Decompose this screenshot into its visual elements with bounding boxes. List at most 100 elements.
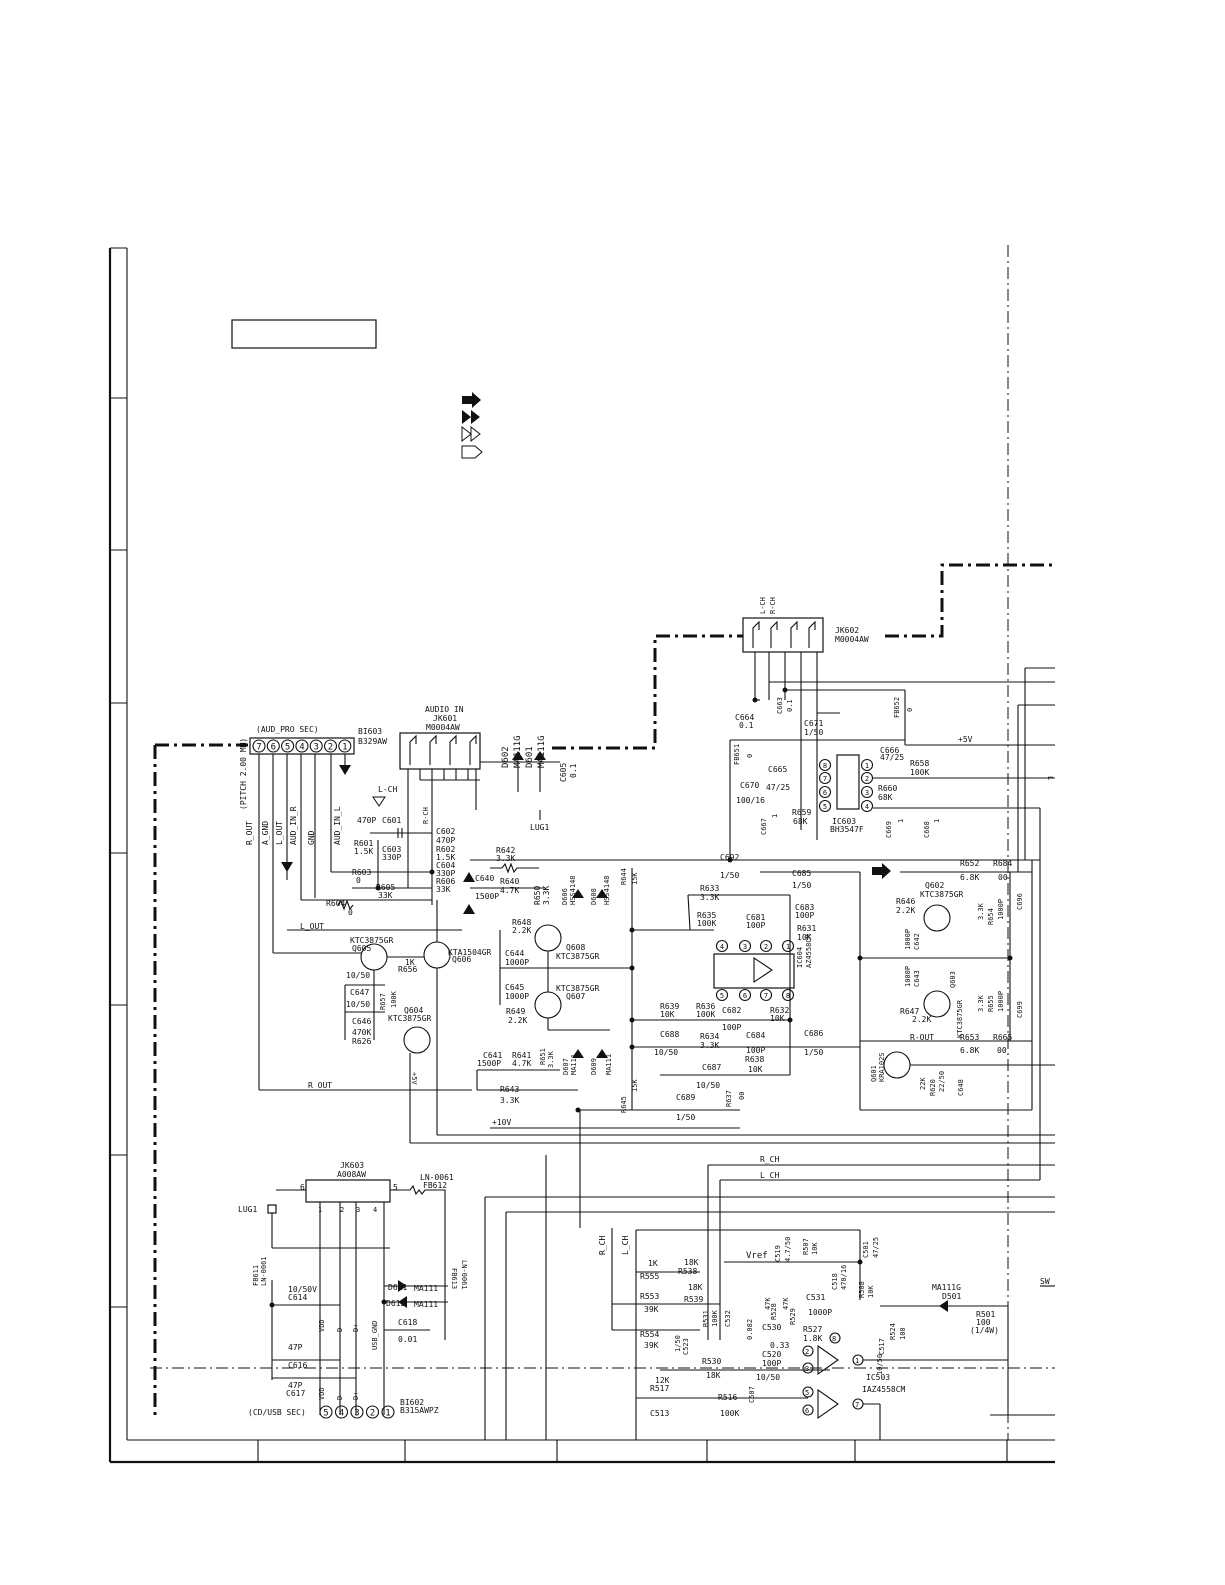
svg-text:0.33: 0.33 <box>770 1341 789 1350</box>
svg-text:1000P: 1000P <box>904 966 912 987</box>
ic604-pin-label: 4 <box>720 943 724 951</box>
sw-output: SW MA111G D501 R501 100 (1/4W) <box>880 1277 1055 1416</box>
svg-text:1.8K: 1.8K <box>803 1334 822 1343</box>
svg-text:1/50: 1/50 <box>792 881 811 890</box>
svg-text:JK603: JK603 <box>340 1161 364 1170</box>
svg-text:D+: D+ <box>352 1392 360 1400</box>
svg-text:IAZ4558CM: IAZ4558CM <box>862 1385 906 1394</box>
svg-text:R501: R501 <box>976 1310 995 1319</box>
svg-text:470P: 470P <box>357 816 376 825</box>
svg-text:100/16: 100/16 <box>736 796 765 805</box>
svg-text:1000P: 1000P <box>505 958 529 967</box>
svg-text:0.1: 0.1 <box>739 721 754 730</box>
svg-text:FB611: FB611 <box>252 1265 260 1286</box>
svg-text:6: 6 <box>805 1407 809 1415</box>
svg-text:R606: R606 <box>436 877 455 886</box>
svg-text:R649: R649 <box>506 1007 525 1016</box>
ic603-pin-8 <box>818 758 832 772</box>
svg-text:1000P: 1000P <box>505 992 529 1001</box>
svg-text:R658: R658 <box>910 759 929 768</box>
svg-text:1: 1 <box>771 814 779 818</box>
svg-text:Q601: Q601 <box>870 1065 878 1082</box>
bi602-pin-label: 2 <box>370 1409 375 1419</box>
ic603-pin-7 <box>818 771 832 785</box>
svg-text:R530: R530 <box>702 1357 721 1366</box>
svg-text:2.2K: 2.2K <box>512 926 531 935</box>
section-boundaries <box>153 563 1055 1415</box>
svg-text:1/50: 1/50 <box>720 871 739 880</box>
svg-text:R_CH: R_CH <box>598 1236 607 1255</box>
svg-text:3: 3 <box>805 1365 809 1373</box>
svg-text:VDD: VDD <box>318 1387 326 1400</box>
svg-text:R517: R517 <box>650 1384 669 1393</box>
svg-text:C601: C601 <box>382 816 401 825</box>
svg-text:C641: C641 <box>483 1051 502 1060</box>
svg-text:D612: D612 <box>386 1299 405 1308</box>
svg-text:68K: 68K <box>793 817 808 826</box>
ic603-pin-3 <box>860 785 874 799</box>
svg-text:C665: C665 <box>768 765 787 774</box>
svg-text:Q608: Q608 <box>566 943 585 952</box>
diodes-d601-d602: D602 MA111G D601 MA111G C605 0.1 LUG1 <box>480 735 578 832</box>
svg-text:LUG1: LUG1 <box>238 1205 257 1214</box>
svg-text:VDD: VDD <box>318 1319 326 1332</box>
svg-text:1/50: 1/50 <box>804 1048 823 1057</box>
bi603-pin-2 <box>323 739 338 753</box>
svg-text:5: 5 <box>805 1389 809 1397</box>
ic604-pin-1 <box>781 939 795 953</box>
svg-text:4.7K: 4.7K <box>512 1059 531 1068</box>
bi603-pin-4 <box>295 739 309 753</box>
ic604-pin-label: 3 <box>743 943 747 951</box>
svg-text:0.082: 0.082 <box>746 1319 754 1340</box>
svg-text:100P: 100P <box>795 911 814 920</box>
svg-text:10K: 10K <box>811 1242 819 1255</box>
svg-text:1500P: 1500P <box>475 892 499 901</box>
bi602-pin-label: 3 <box>354 1409 359 1419</box>
svg-text:3: 3 <box>356 1206 360 1214</box>
svg-text:100P: 100P <box>746 921 765 930</box>
signal-legend <box>461 392 483 459</box>
svg-text:C643: C643 <box>913 970 921 987</box>
svg-text:L_CH: L_CH <box>621 1236 630 1255</box>
svg-text:1000P: 1000P <box>997 991 1005 1012</box>
svg-text:R635: R635 <box>697 911 716 920</box>
svg-text:C618: C618 <box>398 1318 417 1327</box>
svg-text:MA111: MA111 <box>414 1284 438 1293</box>
svg-text:LN-0061: LN-0061 <box>460 1260 468 1290</box>
svg-text:470P: 470P <box>436 836 455 845</box>
svg-text:R508: R508 <box>858 1281 866 1298</box>
svg-text:22K: 22K <box>919 1077 927 1090</box>
svg-text:R555: R555 <box>640 1272 659 1281</box>
bi603-pin-label: 4 <box>299 743 304 753</box>
ic603-pin-label: 8 <box>823 762 827 770</box>
bi603-pin-6 <box>266 739 280 753</box>
svg-text:(CD/USB SEC): (CD/USB SEC) <box>248 1408 306 1417</box>
svg-text:4.7/50: 4.7/50 <box>784 1237 792 1262</box>
bi602-pin-5 <box>319 1405 333 1419</box>
ic603-pin-label: 2 <box>865 775 869 783</box>
svg-text:BH3547F: BH3547F <box>830 825 864 834</box>
svg-text:C689: C689 <box>676 1093 695 1102</box>
ic604-pin-4 <box>715 939 729 953</box>
svg-text:R_CH: R_CH <box>760 1155 779 1164</box>
svg-text:C520: C520 <box>762 1350 781 1359</box>
svg-text:R626: R626 <box>352 1037 371 1046</box>
svg-text:33K: 33K <box>436 885 451 894</box>
ic604-pin-label: 1 <box>786 943 790 951</box>
svg-text:KTC3875GR: KTC3875GR <box>956 999 964 1038</box>
svg-text:7: 7 <box>855 1401 859 1409</box>
svg-text:R554: R554 <box>640 1330 659 1339</box>
svg-text:R633: R633 <box>700 884 719 893</box>
svg-text:47/25: 47/25 <box>880 753 904 762</box>
svg-text:M0004AW: M0004AW <box>426 723 460 732</box>
svg-text:R647: R647 <box>900 1007 919 1016</box>
svg-text:R602: R602 <box>436 845 455 854</box>
svg-text:10/50: 10/50 <box>654 1048 678 1057</box>
svg-text:C648: C648 <box>957 1079 965 1096</box>
svg-text:KTC3875GR: KTC3875GR <box>556 952 600 961</box>
svg-text:Vref: Vref <box>746 1251 768 1261</box>
svg-text:6.8K: 6.8K <box>960 873 979 882</box>
svg-text:D601: D601 <box>525 746 535 768</box>
svg-text:(AUD_PRO SEC): (AUD_PRO SEC) <box>256 725 319 734</box>
